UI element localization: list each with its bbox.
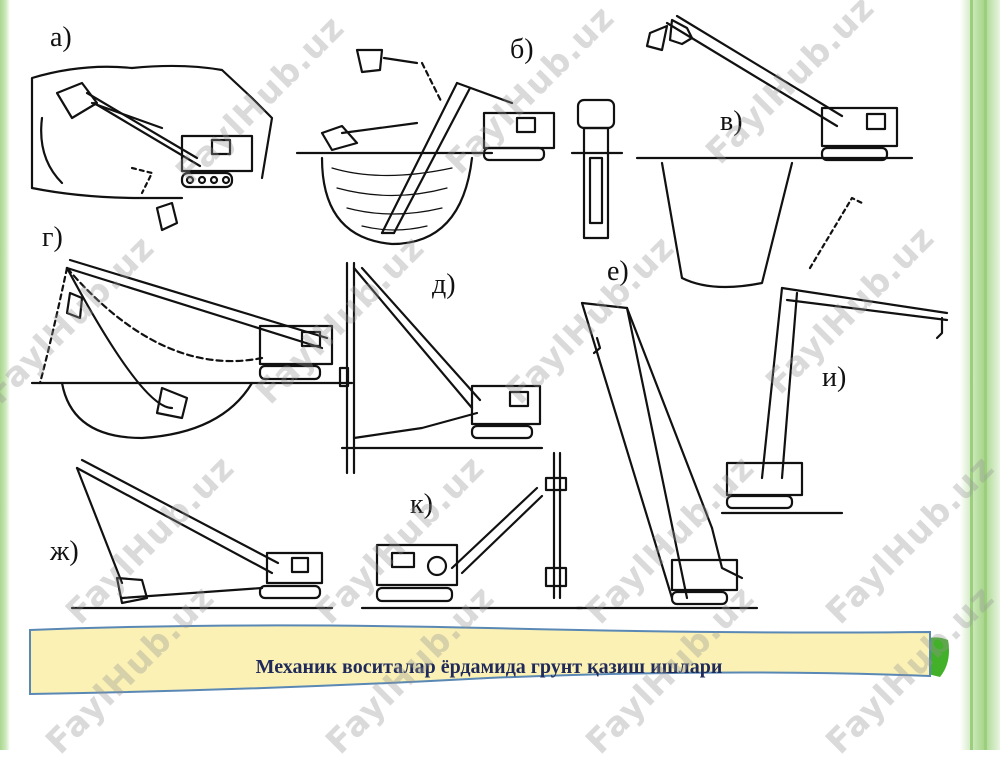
excavation-machines-illustration: а) б) в) г) д) е) ж) к) и) xyxy=(30,14,949,610)
label-b: б) xyxy=(510,34,534,65)
figure-e-tower-crane xyxy=(575,301,759,610)
caption-ribbon-shape xyxy=(29,624,931,696)
figure-g-dragline-pit xyxy=(30,258,354,440)
border-stripe xyxy=(984,0,987,750)
figure-a-front-shovel xyxy=(30,64,274,232)
label-v: в) xyxy=(720,106,743,137)
left-border-decoration xyxy=(0,0,10,750)
caption-banner xyxy=(29,624,949,696)
figure-b-grab-excavator xyxy=(295,48,556,246)
figure-zh-dragline xyxy=(70,458,334,610)
border-stripe xyxy=(970,0,973,750)
figure-k-pile-driver xyxy=(360,451,584,610)
figure-v-dragline xyxy=(635,14,914,289)
label-d: д) xyxy=(432,269,456,300)
label-g: г) xyxy=(42,222,63,253)
label-a: а) xyxy=(50,22,72,53)
label-zh: ж) xyxy=(49,536,79,567)
figure-d-trench-excavator xyxy=(338,261,544,475)
right-border-decoration xyxy=(960,0,1000,750)
figure-i-crawler-crane xyxy=(720,286,949,515)
label-i: и) xyxy=(822,362,846,393)
label-e: е) xyxy=(607,256,629,287)
label-k: к) xyxy=(410,489,433,520)
figure-casing-grab xyxy=(570,98,624,240)
slide-caption: Механик воситалар ёрдамида грунт қазиш и… xyxy=(255,655,723,678)
